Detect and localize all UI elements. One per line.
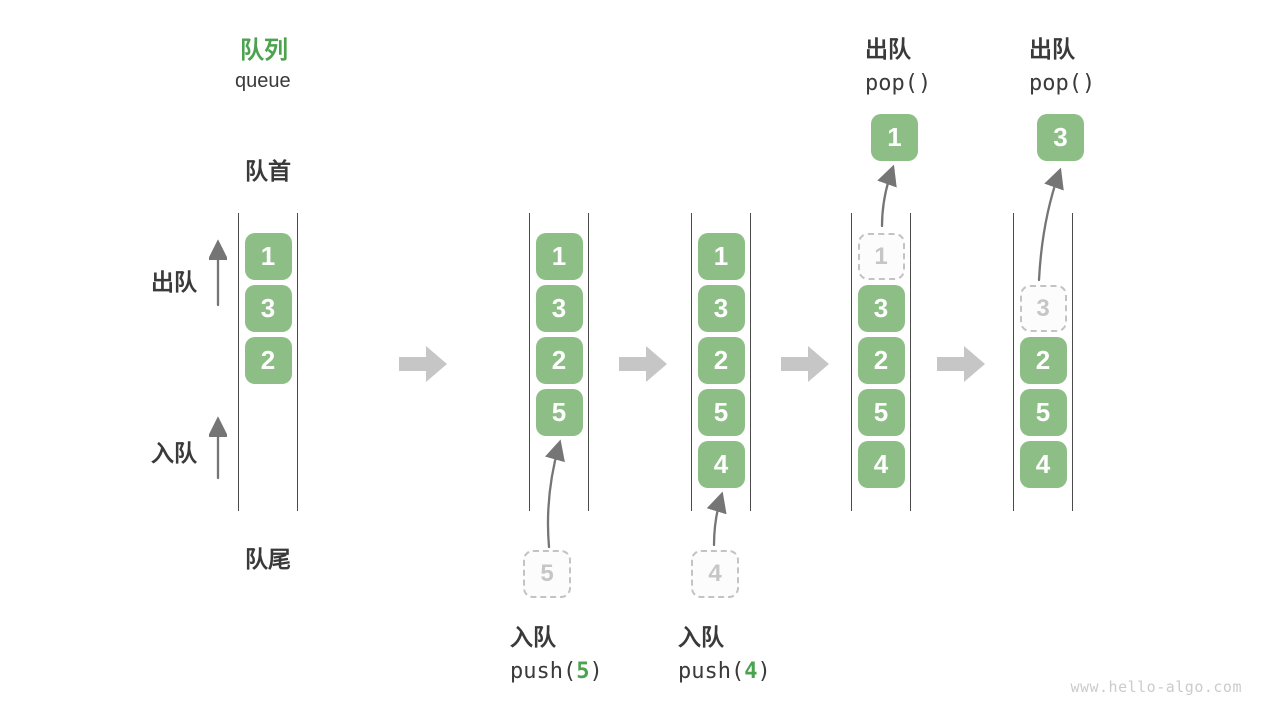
push-label-code: push(4) (678, 659, 771, 684)
pop-label-zh: 出队 (865, 36, 911, 62)
queue-cell: 4 (857, 441, 905, 488)
queue-cell: 1 (244, 233, 292, 280)
push-arrow-icon (544, 439, 565, 549)
dequeue-up-arrow-icon (209, 239, 227, 307)
flow-arrow-icon (619, 346, 667, 382)
queue-front-label: 队首 (245, 158, 291, 184)
popped-cell: 1 (871, 114, 918, 161)
enqueue-side-label: 入队 (151, 440, 197, 466)
queue-column-push-5: 1 3 2 5 (529, 213, 589, 511)
push-label-zh: 入队 (678, 624, 724, 650)
queue-column-push-4: 1 3 2 5 4 (691, 213, 751, 511)
site-watermark: www.hello-algo.com (1070, 678, 1242, 696)
queue-cell: 2 (535, 337, 583, 384)
incoming-cell: 4 (691, 550, 739, 598)
popped-cell: 3 (1037, 114, 1084, 161)
push-arg: 5 (576, 659, 590, 684)
queue-cell: 3 (244, 285, 292, 332)
flow-arrow-icon (937, 346, 985, 382)
queue-cell: 4 (1019, 441, 1067, 488)
queue-cell: 3 (535, 285, 583, 332)
flow-arrow-icon (399, 346, 447, 382)
pop-arrow-icon (877, 164, 897, 228)
queue-rear-label: 队尾 (245, 546, 291, 572)
ghost-cell: 1 (857, 233, 905, 280)
queue-cell: 5 (535, 389, 583, 436)
queue-cell: 1 (535, 233, 583, 280)
push-arrow-icon (706, 491, 727, 547)
queue-cell: 5 (697, 389, 745, 436)
incoming-cell: 5 (523, 550, 571, 598)
pop-arrow-icon (1037, 167, 1064, 282)
queue-cell: 3 (857, 285, 905, 332)
queue-cell: 5 (857, 389, 905, 436)
push-4-operation-label: 入队 push(4) (678, 618, 771, 684)
queue-column-initial: 1 3 2 (238, 213, 298, 511)
queue-cell: 1 (697, 233, 745, 280)
dequeue-side-label: 出队 (151, 269, 197, 295)
diagram-title-en: queue (235, 70, 291, 92)
push-label-zh: 入队 (510, 624, 556, 650)
pop-label-code: pop() (1029, 71, 1096, 96)
enqueue-up-arrow-icon (209, 416, 227, 480)
queue-column-pop-1: 1 3 2 5 4 (851, 213, 911, 511)
queue-cell: 2 (244, 337, 292, 384)
push-5-operation-label: 入队 push(5) (510, 618, 603, 684)
push-label-code: push(5) (510, 659, 603, 684)
diagram-title-zh: 队列 (240, 37, 288, 64)
queue-cell: 3 (697, 285, 745, 332)
pop-label-zh: 出队 (1029, 36, 1075, 62)
ghost-cell: 3 (1019, 285, 1067, 332)
pop-operation-label: 出队 pop() (1029, 30, 1095, 96)
pop-label-code: pop() (865, 71, 932, 96)
queue-cell: 2 (857, 337, 905, 384)
queue-cell: 2 (697, 337, 745, 384)
pop-operation-label: 出队 pop() (865, 30, 931, 96)
flow-arrow-icon (781, 346, 829, 382)
push-arg: 4 (744, 659, 758, 684)
queue-cell: 4 (697, 441, 745, 488)
queue-cell: 5 (1019, 389, 1067, 436)
queue-cell: 2 (1019, 337, 1067, 384)
queue-column-pop-3: 3 2 5 4 (1013, 213, 1073, 511)
